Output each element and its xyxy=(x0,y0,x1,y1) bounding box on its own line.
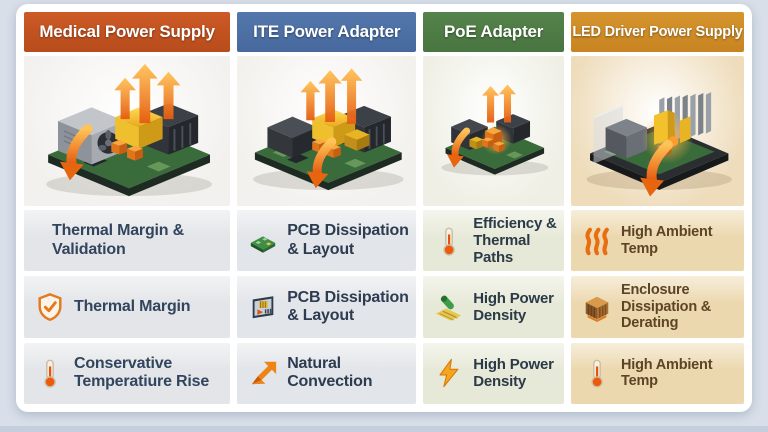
power-supply-illustration xyxy=(423,56,565,206)
category-column: LED Driver Power Supply High Ambient Tem… xyxy=(571,12,745,404)
pcb-chip-icon xyxy=(248,226,278,256)
lightning-icon xyxy=(434,358,464,388)
feature-label: PCB Dissipation & Layout xyxy=(287,288,409,324)
column-title: ITE Power Adapter xyxy=(253,22,401,41)
thermometer-icon xyxy=(434,226,464,256)
heatsink-icon xyxy=(582,292,612,322)
column-title: LED Driver Power Supply xyxy=(572,24,743,40)
power-supply-illustration xyxy=(571,56,745,206)
column-title: PoE Adapter xyxy=(444,22,544,41)
feature-row: PCB Dissipation & Layout xyxy=(237,276,417,338)
comparison-card: Medical Power Supply Thermal Margin & Va… xyxy=(16,4,752,412)
thermometer-icon xyxy=(35,358,65,388)
column-header: LED Driver Power Supply xyxy=(571,12,745,52)
feature-row: Enclosure Dissipation & Derating xyxy=(571,276,745,338)
feature-label: PCB Dissipation & Layout xyxy=(287,222,409,258)
column-header: ITE Power Adapter xyxy=(237,12,417,52)
feature-label: High Power Density xyxy=(473,289,554,324)
column-header: Medical Power Supply xyxy=(24,12,231,52)
thermometer-icon xyxy=(582,358,612,388)
pcb-panel-icon xyxy=(248,292,278,322)
feature-row: PCB Dissipation & Layout xyxy=(237,210,417,272)
power-supply-illustration xyxy=(237,56,417,206)
feature-row: Thermal Margin xyxy=(24,276,231,338)
feature-row: High Ambient Temp xyxy=(571,210,745,272)
feature-label: Thermal Margin xyxy=(74,297,191,315)
column-header: PoE Adapter xyxy=(423,12,565,52)
feature-row: Natural Convection xyxy=(237,342,417,404)
feature-row: Efficiency & Thermal Paths xyxy=(423,210,565,272)
component-pcb-icon xyxy=(434,292,464,322)
feature-row: High Power Density xyxy=(423,276,565,338)
feature-row: Thermal Margin & Validation xyxy=(24,210,231,272)
feature-row: Conservative Temperatiure Rise xyxy=(24,342,231,404)
page-bottom-strip xyxy=(0,426,768,432)
heat-waves-icon xyxy=(582,226,612,256)
feature-label: High Ambient Temp xyxy=(621,223,713,257)
feature-row: High Ambient Temp xyxy=(571,342,745,404)
feature-label: High Power Density xyxy=(473,356,554,391)
power-supply-illustration xyxy=(24,56,231,206)
feature-label: Conservative Temperatiure Rise xyxy=(74,354,210,391)
feature-label: High Ambient Temp xyxy=(621,356,713,390)
shield-check-icon xyxy=(35,292,65,322)
category-column: Medical Power Supply Thermal Margin & Va… xyxy=(24,12,231,404)
feature-label: Efficiency & Thermal Paths xyxy=(473,214,557,267)
feature-label: Thermal Margin & Validation xyxy=(52,222,184,258)
column-title: Medical Power Supply xyxy=(39,22,215,41)
arrow-up-right-icon xyxy=(248,358,278,388)
category-column: ITE Power Adapter PCB Dissipation & Layo… xyxy=(237,12,417,404)
feature-row: High Power Density xyxy=(423,342,565,404)
feature-label: Natural Convection xyxy=(287,354,373,391)
feature-label: Enclosure Dissipation & Derating xyxy=(621,281,712,332)
